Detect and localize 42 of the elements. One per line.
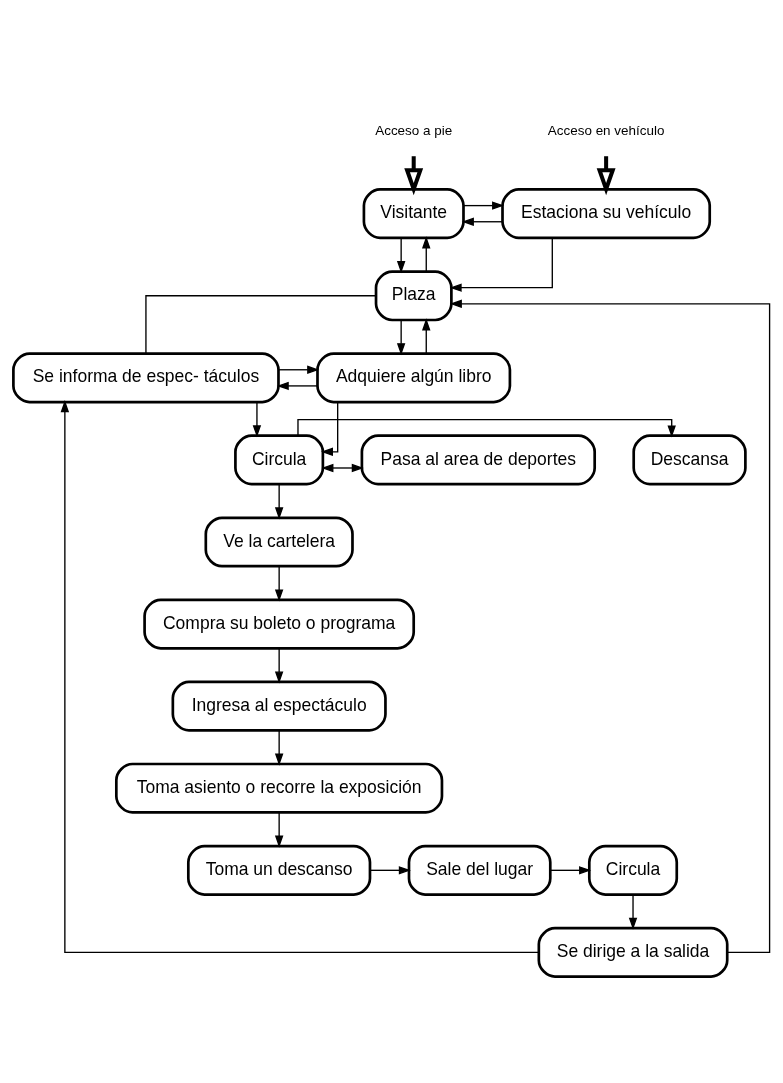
- arrow: [422, 317, 431, 354]
- node-box: Estaciona su vehículo: [501, 187, 712, 239]
- node-box: Ingresa al espectáculo: [171, 680, 387, 732]
- arrow: [60, 399, 540, 953]
- arrow: [252, 401, 262, 437]
- arrow: [449, 236, 553, 292]
- node-box: Pasa al area de deportes: [360, 433, 597, 485]
- arrow: [549, 865, 592, 875]
- node-text: Acceso a pie: [375, 122, 453, 138]
- node-box: Circula: [234, 433, 325, 485]
- node-box: Se informa de espec- táculos: [12, 351, 280, 403]
- node-box: Plaza: [374, 269, 453, 321]
- arrow: [274, 729, 284, 766]
- arrow: [396, 237, 406, 273]
- connector: [145, 294, 377, 354]
- node-text: Acceso en vehículo: [547, 122, 665, 138]
- node-box: Se dirige a la salida: [537, 926, 729, 978]
- arrow: [274, 811, 284, 848]
- node-box: Circula: [587, 844, 679, 896]
- arrow: [320, 400, 339, 456]
- arrow: [297, 418, 676, 438]
- arrow: [628, 893, 638, 930]
- arrow: [277, 365, 320, 374]
- node-box: Toma asiento o recorre la exposición: [115, 762, 444, 814]
- node-box: Compra su boleto o programa: [143, 598, 416, 650]
- arrow: [449, 299, 771, 953]
- arrow: [396, 319, 406, 355]
- arrow: [276, 381, 319, 390]
- arrow: [461, 217, 503, 226]
- arrow: [274, 647, 284, 684]
- arrow: [274, 565, 284, 601]
- arrow: [463, 200, 505, 210]
- node-box: Ve la cartelera: [204, 515, 354, 568]
- node-box: Adquiere algún libro: [316, 351, 512, 403]
- node-box: Descansa: [632, 433, 747, 485]
- node-box: Toma un descanso: [186, 844, 372, 896]
- node-box: Visitante: [362, 187, 465, 239]
- arrow: [422, 235, 431, 272]
- arrow: [274, 483, 284, 519]
- arrow: [321, 463, 364, 472]
- node-box: Sale del lugar: [407, 844, 552, 896]
- arrow: [369, 865, 411, 875]
